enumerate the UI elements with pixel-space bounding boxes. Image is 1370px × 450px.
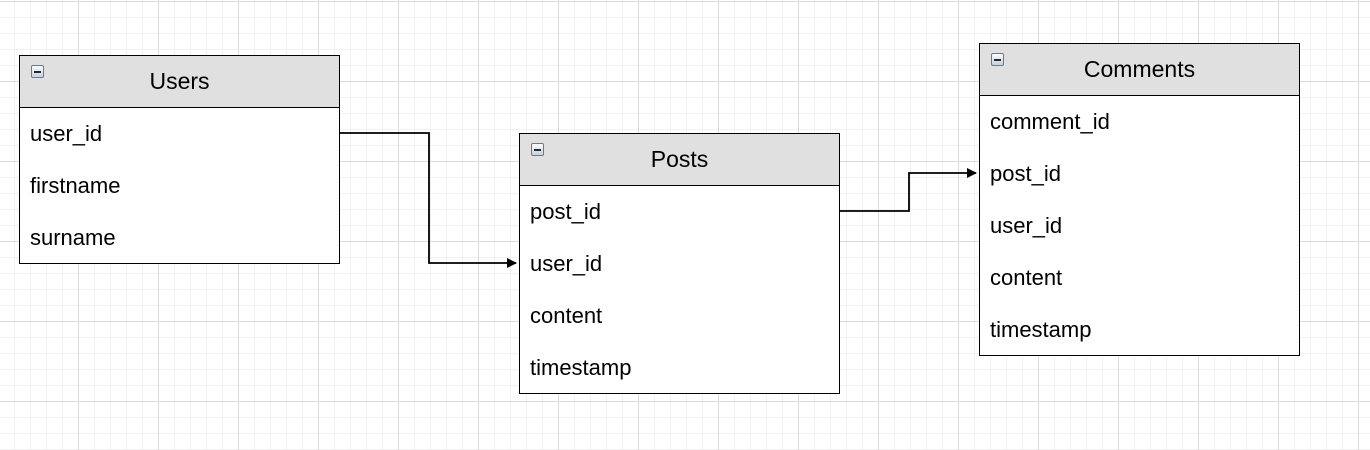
field-user-id[interactable]: user_id xyxy=(990,213,1063,238)
table-users[interactable]: Users user_id firstname surname xyxy=(19,55,340,264)
table-posts-title: Posts xyxy=(650,146,709,172)
table-comments-title: Comments xyxy=(1083,56,1196,82)
table-posts-header[interactable]: Posts xyxy=(520,134,839,186)
field-user-id[interactable]: user_id xyxy=(30,121,103,146)
field-post-id[interactable]: post_id xyxy=(990,161,1061,186)
relation-users-to-posts-connector[interactable] xyxy=(340,132,517,268)
collapse-minus-icon[interactable] xyxy=(531,143,544,156)
collapse-minus-icon[interactable] xyxy=(991,53,1004,66)
relation-posts-to-comments-connector[interactable] xyxy=(840,168,977,212)
table-posts[interactable]: Posts post_id user_id content timestamp xyxy=(519,133,840,394)
table-users-title: Users xyxy=(149,68,210,94)
field-timestamp[interactable]: timestamp xyxy=(530,355,632,380)
table-comments[interactable]: Comments comment_id post_id user_id cont… xyxy=(979,43,1300,356)
field-surname[interactable]: surname xyxy=(30,225,116,250)
field-post-id[interactable]: post_id xyxy=(530,199,601,224)
field-user-id[interactable]: user_id xyxy=(530,251,603,276)
field-firstname[interactable]: firstname xyxy=(30,173,121,198)
field-comment-id[interactable]: comment_id xyxy=(990,109,1110,134)
field-content[interactable]: content xyxy=(530,303,603,328)
field-content[interactable]: content xyxy=(990,265,1063,290)
table-users-header[interactable]: Users xyxy=(20,56,339,108)
table-comments-header[interactable]: Comments xyxy=(980,44,1299,96)
field-timestamp[interactable]: timestamp xyxy=(990,317,1092,342)
collapse-minus-icon[interactable] xyxy=(31,65,44,78)
